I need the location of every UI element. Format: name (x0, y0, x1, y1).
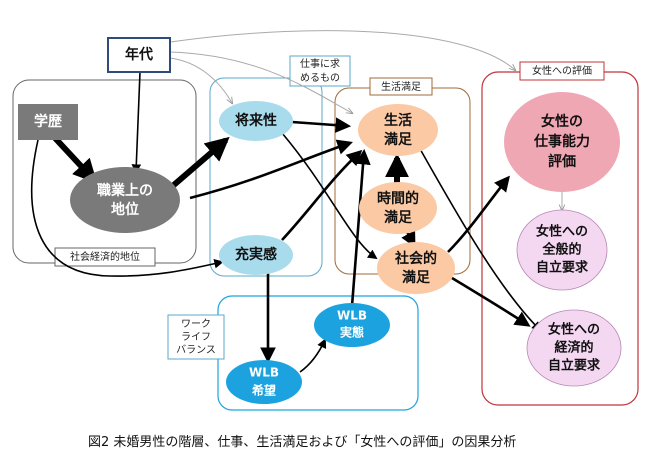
node-gakureki: 学歴 (18, 104, 78, 140)
arrow-juujitsu-to-seikatsu (281, 149, 363, 241)
group-wlb-label-line3: バランス (176, 344, 216, 356)
svg-text:自立要求: 自立要求 (548, 358, 601, 374)
svg-text:満足: 満足 (384, 209, 413, 226)
svg-text:生活: 生活 (384, 112, 412, 129)
svg-text:WLB: WLB (337, 309, 367, 323)
arrow-wlb-jittai-to-seikatsu (350, 148, 371, 307)
svg-text:学歴: 学歴 (34, 113, 62, 130)
group-work-frame (209, 77, 323, 277)
group-work-label-line1: 仕事に求 (300, 57, 340, 70)
arrow-shoraisei-to-shakai (281, 132, 378, 260)
group-work-label-bg (289, 55, 351, 87)
svg-text:評価: 評価 (548, 153, 576, 170)
node-jikan: 時間的 満足 (359, 182, 437, 234)
svg-text:WLB: WLB (249, 366, 279, 380)
arrow-shakai-to-noryoku (447, 175, 510, 253)
arrow-gakureki-to-shokugyo (52, 135, 98, 184)
svg-text:満足: 満足 (384, 131, 413, 148)
group-female-label: 女性への評価 (532, 64, 592, 77)
svg-text:職業上の: 職業上の (97, 182, 153, 199)
svg-text:満足: 満足 (402, 269, 431, 286)
svg-text:女性の: 女性の (541, 113, 583, 130)
node-wlb-jittai: WLB 実態 (314, 303, 390, 347)
arrow-wlb-kibo-to-jittai (299, 338, 327, 373)
svg-text:実態: 実態 (340, 325, 364, 340)
node-zenpan: 女性への 全般的 自立要求 (516, 209, 608, 291)
group-female-label-bg (519, 61, 605, 81)
group-life-label-bg (369, 77, 433, 96)
svg-text:自立要求: 自立要求 (536, 260, 589, 276)
svg-text:時間的: 時間的 (377, 190, 419, 207)
arrow-gakureki-to-juujitsu (31, 139, 224, 277)
svg-text:地位: 地位 (111, 201, 139, 218)
node-shoraisei: 将来性 (219, 101, 293, 141)
figure-caption: 図2 未婚男性の階層、仕事、生活満足および「女性への評価」の因果分析 (88, 434, 516, 450)
arrow-shoraisei-to-seikatsu (291, 117, 352, 133)
arrow-nendai-to-seikatsu (169, 51, 352, 113)
arrow-nendai-to-shokugyo (131, 71, 142, 174)
node-josei-noryoku: 女性の 仕事能力 評価 (504, 92, 620, 192)
svg-text:全般的: 全般的 (541, 242, 581, 258)
node-keizai: 女性への 経済的 自立要求 (526, 309, 622, 387)
node-wlb-kibo: WLB 希望 (226, 360, 302, 404)
node-shakai: 社会的 満足 (377, 242, 455, 294)
arrow-shokugyo-to-shoraisei (166, 136, 230, 193)
node-seikatsu: 生活 満足 (358, 104, 438, 156)
svg-text:年代: 年代 (125, 46, 153, 63)
svg-text:女性への: 女性への (548, 322, 600, 338)
group-life-label: 生活満足 (381, 80, 421, 93)
svg-text:経済的: 経済的 (554, 340, 593, 356)
node-shokugyo: 職業上の 地位 (70, 167, 180, 233)
group-work-label-line2: めるもの (300, 72, 340, 84)
svg-text:女性への: 女性への (536, 224, 588, 240)
svg-text:充実感: 充実感 (235, 246, 277, 263)
group-socio-label: 社会経済的地位 (70, 250, 140, 263)
svg-text:仕事能力: 仕事能力 (533, 133, 590, 150)
node-nendai: 年代 (107, 37, 171, 73)
arrow-nendai-to-female-group (169, 30, 515, 70)
group-wlb-label-line1: ワーク (181, 318, 211, 330)
group-wlb-label-bg (167, 314, 225, 360)
arrow-shakai-to-keizai (451, 276, 531, 327)
group-wlb-label-line2: ライフ (181, 331, 211, 343)
arrow-shokugyo-to-seikatsu (189, 139, 353, 200)
svg-text:希望: 希望 (251, 383, 276, 398)
svg-text:社会的: 社会的 (394, 250, 437, 267)
node-juujitsu: 充実感 (219, 235, 293, 275)
svg-text:将来性: 将来性 (235, 112, 277, 129)
arrow-nendai-to-shoraisei (169, 57, 232, 103)
